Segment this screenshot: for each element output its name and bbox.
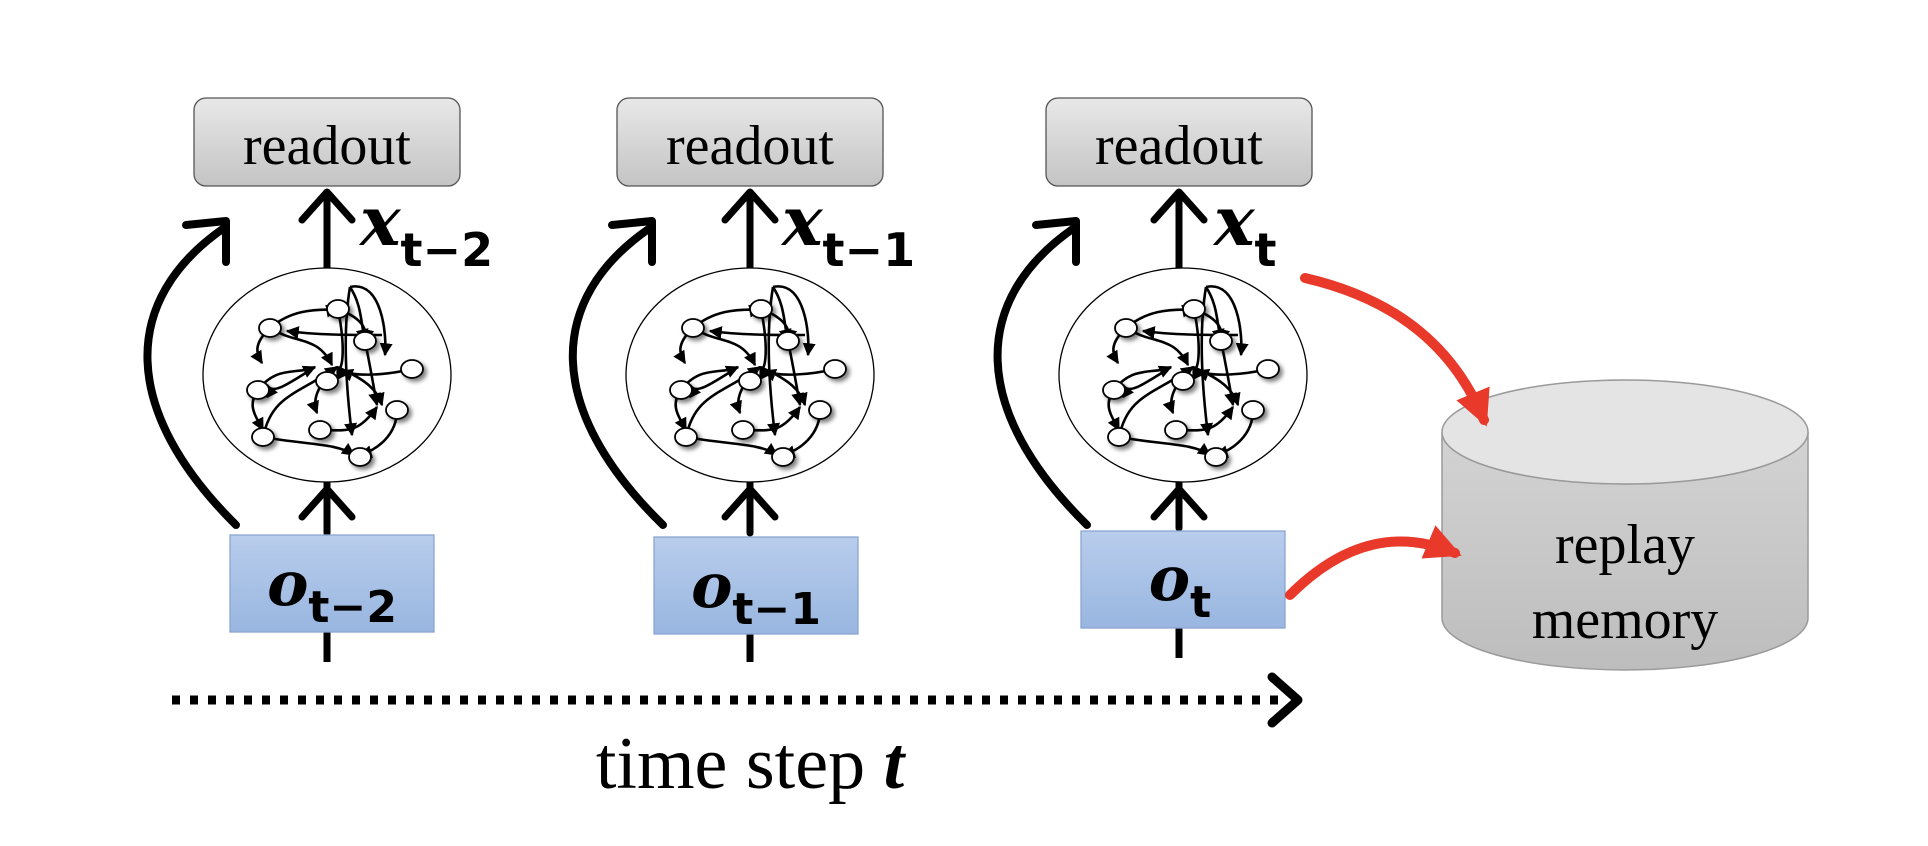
input-to-network-arrow [721, 478, 779, 537]
time-step-t: readout ot xt [993, 97, 1313, 658]
skip-connection-arrow [993, 217, 1091, 529]
input-to-network-arrow [1150, 478, 1208, 532]
state-label: xt−2 [358, 182, 493, 277]
time-axis-label: time step t [596, 723, 907, 805]
state-label: xt [1212, 182, 1277, 277]
replay-memory-label-line1: replay [1555, 514, 1695, 576]
observation-box [1080, 530, 1286, 629]
input-to-network-arrow [298, 478, 356, 537]
readout-label: readout [666, 115, 834, 177]
state-label: xt−1 [780, 182, 915, 277]
skip-connection-arrow [568, 217, 667, 529]
readout-box [616, 97, 884, 187]
skip-connection-arrow [143, 217, 240, 529]
observation-box [229, 534, 435, 633]
time-step-t-minus-1: readout ot−1 xt−1 [568, 97, 915, 662]
state-to-readout-arrow [298, 188, 356, 272]
store-arrows [1285, 273, 1490, 600]
replay-memory-cylinder: replay memory [1441, 379, 1809, 671]
readout-label: readout [1095, 115, 1263, 177]
readout-box [1045, 97, 1313, 187]
observation-label: ot−2 [267, 547, 397, 633]
recurrent-network [1059, 268, 1307, 482]
recurrent-network [203, 268, 451, 482]
store-state-arrow [1300, 273, 1490, 427]
time-axis: time step t [172, 672, 1303, 805]
readout-box [193, 97, 461, 187]
time-step-t-minus-2: readout ot−2 xt−2 [143, 97, 493, 662]
observation-label: ot−1 [691, 549, 821, 635]
readout-label: readout [243, 115, 411, 177]
recurrent-network [626, 268, 874, 482]
time-axis-arrowhead [1267, 672, 1303, 728]
state-to-readout-arrow [721, 188, 779, 272]
state-to-readout-arrow [1150, 188, 1208, 272]
observation-label: ot [1149, 542, 1211, 628]
store-observation-arrow [1285, 525, 1462, 600]
replay-memory-label-line2: memory [1532, 589, 1719, 651]
observation-box [653, 536, 859, 635]
